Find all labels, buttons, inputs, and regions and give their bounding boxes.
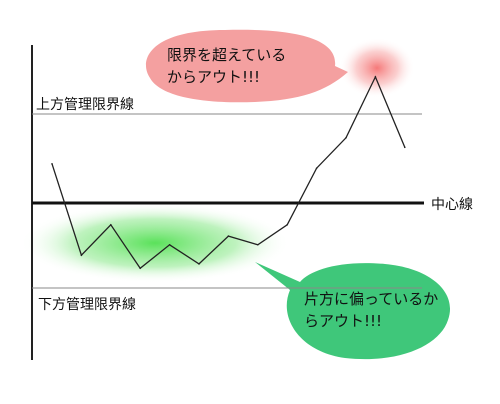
data-point-11 [345,136,347,139]
lower-bias-highlight [20,203,290,283]
data-point-7 [227,235,230,237]
upper-limit-label: 上方管理限界線 [36,97,134,113]
upper-callout-line2: からアウト!!! [167,68,261,86]
lower-limit-label: 下方管理限界線 [38,297,136,313]
data-points [51,76,406,270]
lower-callout-line2: らアウト!!! [304,312,383,330]
lower-callout-line1: 片方に偏っているか [304,290,439,308]
data-point-12 [374,76,377,78]
upper-callout-text: 限界を超えている からアウト!!! [167,44,286,88]
data-point-9 [286,223,289,226]
lower-callout-text: 片方に偏っているか らアウト!!! [304,288,438,332]
data-point-6 [198,263,200,265]
data-point-10 [315,167,318,169]
data-point-1 [51,163,53,165]
lower-callout-bubble [255,262,451,360]
data-point-4 [139,267,141,270]
data-point-2 [80,254,83,256]
data-point-8 [257,243,259,246]
data-point-13 [404,146,406,149]
center-line-label: 中心線 [431,197,473,213]
upper-callout-bubble [145,29,348,103]
data-point-3 [110,223,112,226]
out-of-limit-highlight [339,38,415,98]
upper-callout-line1: 限界を超えている [167,46,287,64]
data-point-5 [168,243,171,246]
